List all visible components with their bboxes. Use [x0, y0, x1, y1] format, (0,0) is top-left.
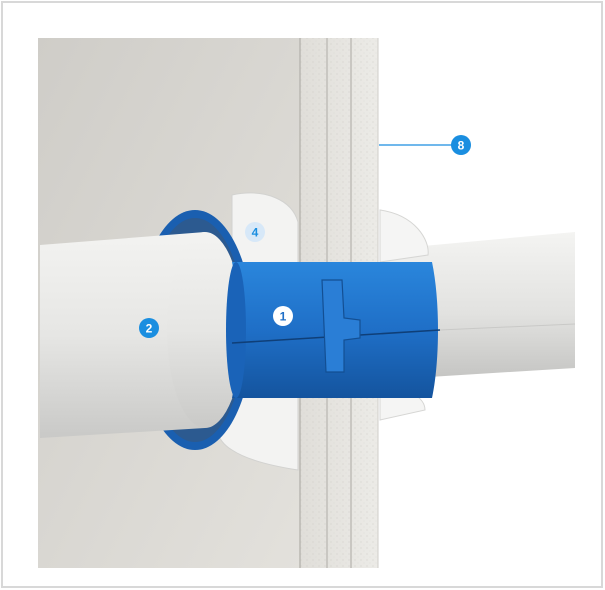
callout-2-badge — [139, 318, 159, 338]
callout-1: 1 — [273, 306, 293, 326]
pipe-seam-right — [439, 323, 576, 331]
callout-1-badge — [273, 306, 293, 326]
callout-4: 4 — [245, 222, 265, 242]
callout-2: 2 — [139, 318, 159, 338]
sleeve-front-edge — [226, 262, 246, 398]
callout-4-badge — [245, 222, 265, 242]
collar-right-top — [379, 209, 429, 263]
pipe-left — [40, 232, 205, 438]
callout-4-label: 4 — [252, 226, 259, 240]
callout-1-label: 1 — [280, 310, 287, 324]
callout-8-label: 8 — [458, 139, 465, 153]
callout-8-badge — [451, 135, 471, 155]
callout-2-label: 2 — [146, 322, 153, 336]
callout-8: 8 — [451, 135, 471, 155]
pipe-left-end — [167, 232, 243, 428]
sleeve-clip — [321, 279, 361, 373]
